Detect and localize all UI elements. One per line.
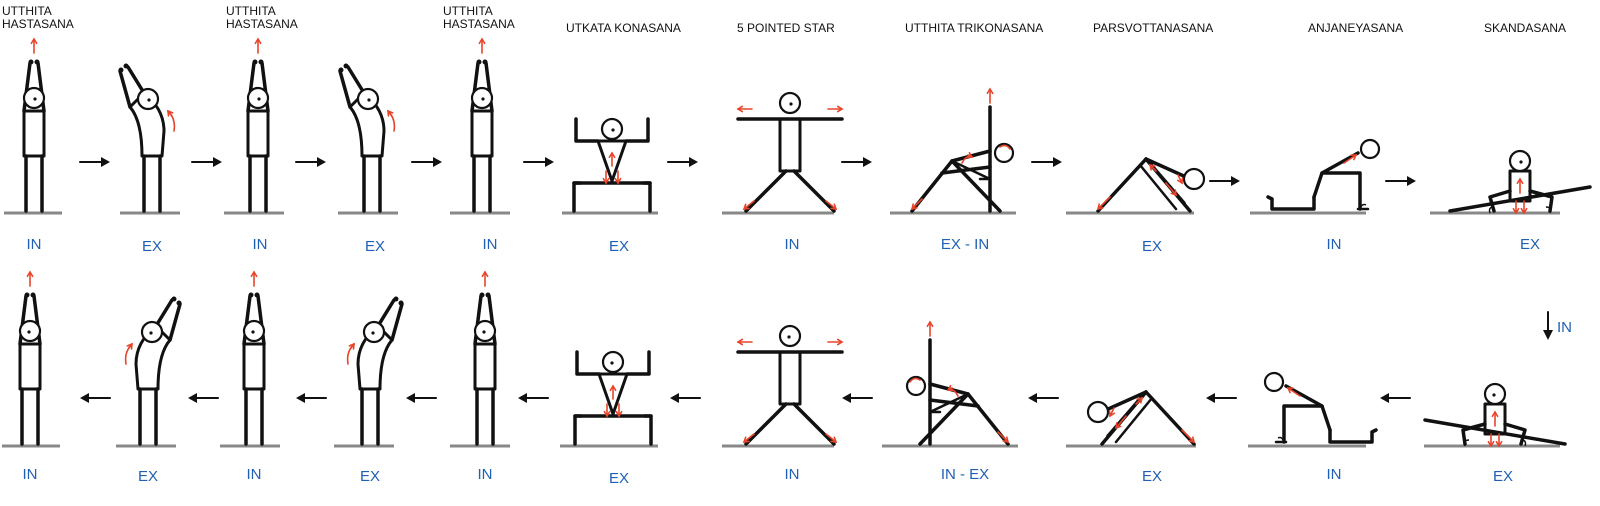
arrow-right-icon xyxy=(1031,157,1062,167)
arrow-right-icon xyxy=(1209,176,1240,186)
breath-label: EX xyxy=(608,470,630,487)
arrow-left-icon xyxy=(842,393,873,403)
breath-label: IN xyxy=(477,466,493,483)
triangle-pose-figure xyxy=(905,320,1010,446)
standing-arms-up-figure xyxy=(246,37,270,213)
pose-title-utthita-hastasana-1: UTTHITA HASTASANA xyxy=(2,4,74,31)
breath-label: EX xyxy=(1519,236,1541,253)
breath-label: IN xyxy=(1326,466,1342,483)
breath-label: IN xyxy=(252,236,268,253)
triangle-pose-figure xyxy=(910,87,1015,213)
arrow-left-icon xyxy=(1380,393,1411,403)
pose-title-utthita-hastasana-2: UTTHITA HASTASANA xyxy=(226,4,298,31)
arrow-left-icon xyxy=(406,393,437,403)
side-bend-figure xyxy=(346,296,404,446)
breath-label: EX - IN xyxy=(940,236,990,253)
arrow-left-icon xyxy=(80,393,111,403)
breath-label: IN xyxy=(482,236,498,253)
arrow-down-icon xyxy=(1543,311,1553,340)
pyramid-pose-figure xyxy=(1096,157,1206,213)
breath-label: EX xyxy=(1141,238,1163,255)
breath-label: IN xyxy=(784,466,800,483)
pose-title-5-pointed-star: 5 POINTED STAR xyxy=(737,21,835,35)
pose-title-skandasana: SKANDASANA xyxy=(1484,21,1567,35)
goddess-squat-figure xyxy=(573,350,653,446)
pose-title-utkata-konasana: UTKATA KONASANA xyxy=(566,21,681,35)
arrow-left-icon xyxy=(518,393,549,403)
breath-label: EX xyxy=(1492,468,1514,485)
breath-label: IN - EX xyxy=(940,466,990,483)
arrow-left-icon xyxy=(670,393,701,403)
standing-arms-up-figure xyxy=(22,37,46,213)
arrow-right-icon xyxy=(1385,176,1416,186)
breath-label: EX xyxy=(608,238,630,255)
star-pose-figure xyxy=(736,324,844,446)
pose-title-utthita-trikonasana: UTTHITA TRIKONASANA xyxy=(905,21,1044,35)
arrow-right-icon xyxy=(79,157,110,167)
arrow-right-icon xyxy=(523,157,554,167)
arrow-right-icon xyxy=(667,157,698,167)
breath-label: IN xyxy=(246,466,262,483)
standing-arms-up-figure xyxy=(473,270,497,446)
standing-arms-up-figure xyxy=(18,270,42,446)
low-lunge-figure xyxy=(1266,138,1381,211)
side-bend-figure xyxy=(118,63,176,213)
breath-label: EX xyxy=(1141,468,1163,485)
breath-label: EX xyxy=(137,468,159,485)
breath-label: EX xyxy=(141,238,163,255)
arrow-left-icon xyxy=(188,393,219,403)
side-bend-figure xyxy=(124,296,182,446)
arrow-left-icon xyxy=(1028,393,1059,403)
arrow-left-icon xyxy=(296,393,327,403)
standing-arms-up-figure xyxy=(242,270,266,446)
low-lunge-figure xyxy=(1263,371,1378,444)
breath-label: EX xyxy=(364,238,386,255)
star-pose-figure xyxy=(736,91,844,213)
pose-title-anjaneyasana: ANJANEYASANA xyxy=(1308,21,1404,35)
arrow-left-icon xyxy=(1206,393,1237,403)
transition-label: IN xyxy=(1557,319,1572,336)
arrow-right-icon xyxy=(191,157,222,167)
side-lunge-figure xyxy=(1448,149,1592,215)
pose-title-utthita-hastasana-3: UTTHITA HASTASANA xyxy=(443,4,515,31)
pose-title-parsvottanasana: PARSVOTTANASANA xyxy=(1093,21,1214,35)
breath-label: EX xyxy=(359,468,381,485)
side-lunge-figure xyxy=(1423,382,1567,448)
breath-label: IN xyxy=(22,466,38,483)
breath-label: IN xyxy=(784,236,800,253)
arrow-right-icon xyxy=(841,157,872,167)
goddess-squat-figure xyxy=(572,117,652,213)
side-bend-figure xyxy=(338,63,396,213)
standing-arms-up-figure xyxy=(470,37,494,213)
breath-label: IN xyxy=(26,236,42,253)
arrow-right-icon xyxy=(295,157,326,167)
pyramid-pose-figure xyxy=(1086,390,1196,446)
arrow-right-icon xyxy=(411,157,442,167)
breath-label: IN xyxy=(1326,236,1342,253)
